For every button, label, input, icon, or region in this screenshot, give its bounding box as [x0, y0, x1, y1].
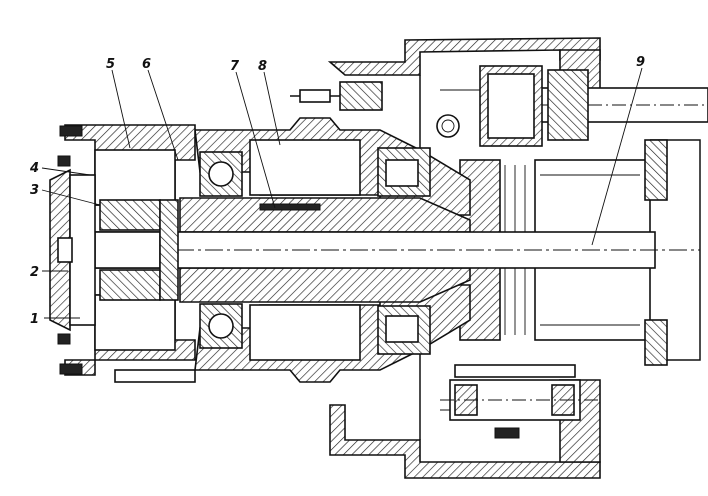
- callout-4: 4: [29, 161, 39, 176]
- central-shaft: [60, 231, 700, 269]
- callout-labels: 1 2 3 4 5 6 7 8 9: [29, 55, 645, 327]
- callout-3: 3: [30, 183, 39, 198]
- upper-countershaft: [290, 65, 708, 147]
- callout-5: 5: [106, 57, 115, 72]
- callout-2: 2: [30, 265, 39, 280]
- callout-7: 7: [230, 59, 240, 74]
- callout-6: 6: [142, 57, 151, 72]
- callout-9: 9: [636, 55, 645, 70]
- lower-countershaft: [440, 364, 600, 439]
- callout-1: 1: [30, 312, 39, 327]
- left-end-assembly: [49, 124, 196, 383]
- main-sleeve: [179, 197, 471, 303]
- leader-lines: [41, 67, 643, 319]
- bearings: [199, 147, 431, 355]
- callout-8: 8: [258, 59, 267, 74]
